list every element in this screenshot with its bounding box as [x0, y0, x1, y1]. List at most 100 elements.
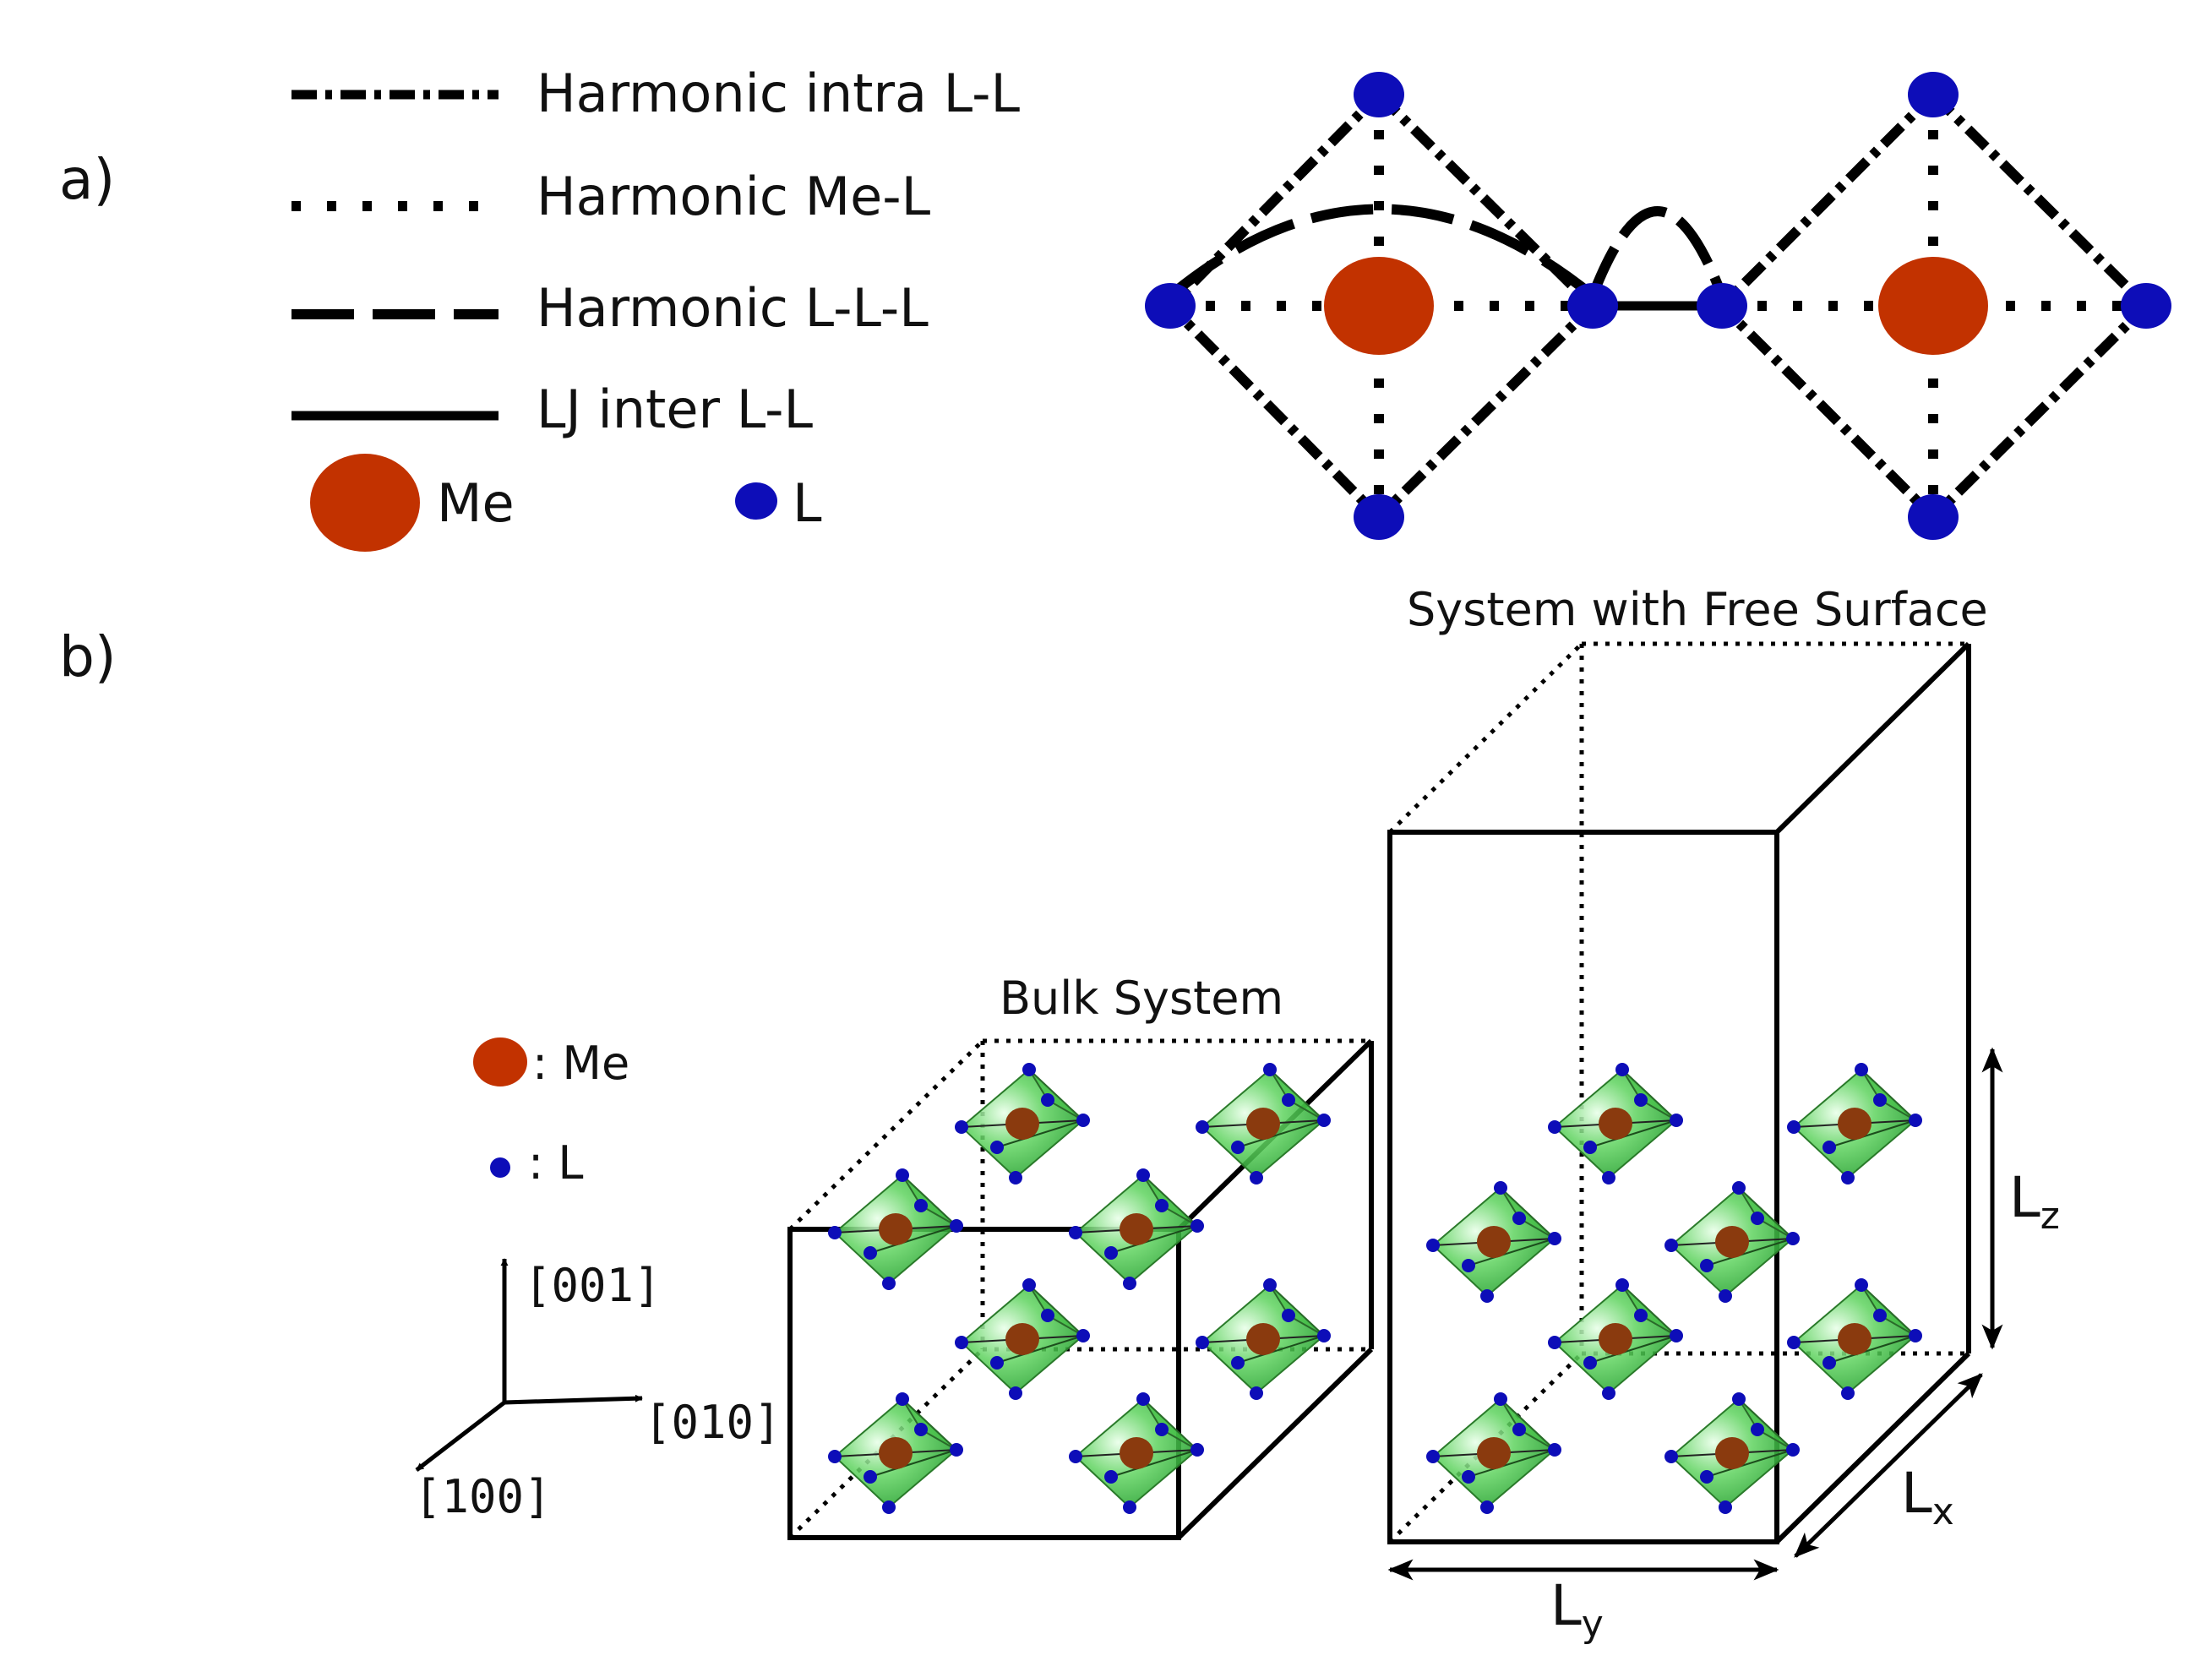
key-me-atom: [473, 1037, 527, 1086]
l-atom: [1602, 1386, 1615, 1400]
panel-b-label: b): [59, 624, 117, 689]
l-atom: [1250, 1386, 1263, 1400]
l-atom: [1548, 1232, 1561, 1245]
lz-main: L: [2009, 1165, 2040, 1230]
octahedron-face: [902, 1398, 957, 1451]
l-atom: [1136, 1168, 1150, 1182]
me-atom: [1599, 1323, 1632, 1355]
legend-label-dotted: Harmonic Me-L: [537, 166, 931, 227]
l-atom: [1873, 1309, 1887, 1322]
l-atom: [1076, 1114, 1090, 1127]
l-atom: [1317, 1329, 1331, 1342]
l-atom: [914, 1199, 928, 1212]
l-atom: [1069, 1450, 1082, 1463]
l-atom: [1909, 1114, 1922, 1127]
l-atom: [1602, 1171, 1615, 1184]
l-atom: [1908, 72, 1959, 117]
free-surface-box: [1387, 641, 1971, 1544]
l-atom: [1263, 1063, 1277, 1076]
ligand-atoms: [1145, 72, 2171, 540]
octahedron-edge: [1468, 1238, 1555, 1266]
me-atom: [1477, 1437, 1511, 1469]
l-atom: [1700, 1259, 1713, 1272]
l-atom: [1022, 1278, 1036, 1292]
me-atom: [879, 1213, 913, 1245]
octahedron-edge: [996, 1335, 1084, 1364]
octahedron: [1069, 1392, 1204, 1514]
lx-arrow: [1794, 1373, 1983, 1558]
l-atom: [1908, 494, 1959, 540]
l-atom: [1567, 283, 1618, 329]
l-atom: [1155, 1423, 1169, 1436]
octahedron-face: [1861, 1069, 1916, 1121]
ly-main: L: [1550, 1573, 1582, 1638]
octahedron-edge: [1237, 1119, 1325, 1148]
octahedron-edge: [1706, 1238, 1794, 1266]
legend-label-solid: LJ inter L-L: [537, 378, 814, 440]
legend-me-label: Me: [437, 472, 515, 534]
l-atom: [1697, 283, 1747, 329]
l-atom: [1583, 1356, 1597, 1370]
octahedron-face: [1028, 1284, 1084, 1337]
octahedron-edge: [869, 1449, 957, 1478]
l-atom: [1196, 1336, 1209, 1349]
me-atom: [1246, 1323, 1280, 1355]
octahedron: [828, 1168, 963, 1290]
surface-hidden-edges: [1388, 641, 1969, 1544]
octahedron-face: [1269, 1069, 1325, 1121]
l-atom: [896, 1168, 909, 1182]
octahedron: [1787, 1063, 1922, 1184]
octahedron-edge: [996, 1119, 1084, 1148]
l-atom: [1615, 1278, 1629, 1292]
octahedron-edge: [1828, 1119, 1916, 1148]
octahedron-face: [1861, 1284, 1916, 1337]
l-atom: [1123, 1277, 1136, 1290]
octahedron: [1548, 1278, 1683, 1400]
l-atom: [1494, 1392, 1507, 1406]
l-atom: [1786, 1443, 1800, 1457]
l-atom: [1873, 1093, 1887, 1107]
l-atom: [1700, 1470, 1713, 1484]
ly-label: Ly: [1550, 1573, 1604, 1646]
octahedron-face: [1738, 1398, 1794, 1451]
l-atom: [1354, 72, 1404, 117]
axis-100-label: [100]: [414, 1470, 552, 1523]
l-atom: [1548, 1336, 1561, 1349]
l-atom: [1480, 1289, 1494, 1303]
axis-001-label: [001]: [524, 1259, 662, 1312]
l-atom: [990, 1356, 1004, 1370]
key-me-label: : Me: [532, 1037, 629, 1090]
lx-label: Lx: [1901, 1461, 1954, 1533]
l-atom: [2121, 283, 2171, 329]
l-atom: [1009, 1171, 1022, 1184]
l-atom: [1145, 283, 1196, 329]
l-atom: [1855, 1278, 1868, 1292]
crystal-axes: [001] [010] [100]: [414, 1258, 782, 1523]
l-atom: [1076, 1329, 1090, 1342]
legend-a: Harmonic intra L-L Harmonic Me-L Harmoni…: [291, 63, 1021, 552]
l-atom: [1480, 1500, 1494, 1514]
l-atom: [1822, 1356, 1836, 1370]
l-atom: [1231, 1356, 1245, 1370]
l-atom: [914, 1423, 928, 1436]
l-atom: [1462, 1470, 1475, 1484]
key-l-label: : L: [528, 1136, 583, 1190]
l-atom: [1583, 1141, 1597, 1154]
dimension-arrows: Lz Lx Ly: [1387, 1047, 2060, 1646]
l-atom: [1751, 1423, 1764, 1436]
ly-sub: y: [1582, 1603, 1604, 1646]
l-atom: [1155, 1199, 1169, 1212]
octahedron-edge: [869, 1225, 957, 1254]
legend-label-dash-dot: Harmonic intra L-L: [537, 63, 1021, 124]
octahedron-edge: [1828, 1335, 1916, 1364]
l-atom: [1787, 1120, 1801, 1134]
l-atom: [1426, 1450, 1440, 1463]
l-atom: [1041, 1093, 1054, 1107]
bulk-edge: [1176, 1347, 1374, 1540]
l-atom: [1190, 1443, 1204, 1457]
l-atom: [828, 1226, 842, 1239]
l-atom: [1196, 1120, 1209, 1134]
octahedron: [1787, 1278, 1922, 1400]
octahedron-face: [1142, 1398, 1198, 1451]
